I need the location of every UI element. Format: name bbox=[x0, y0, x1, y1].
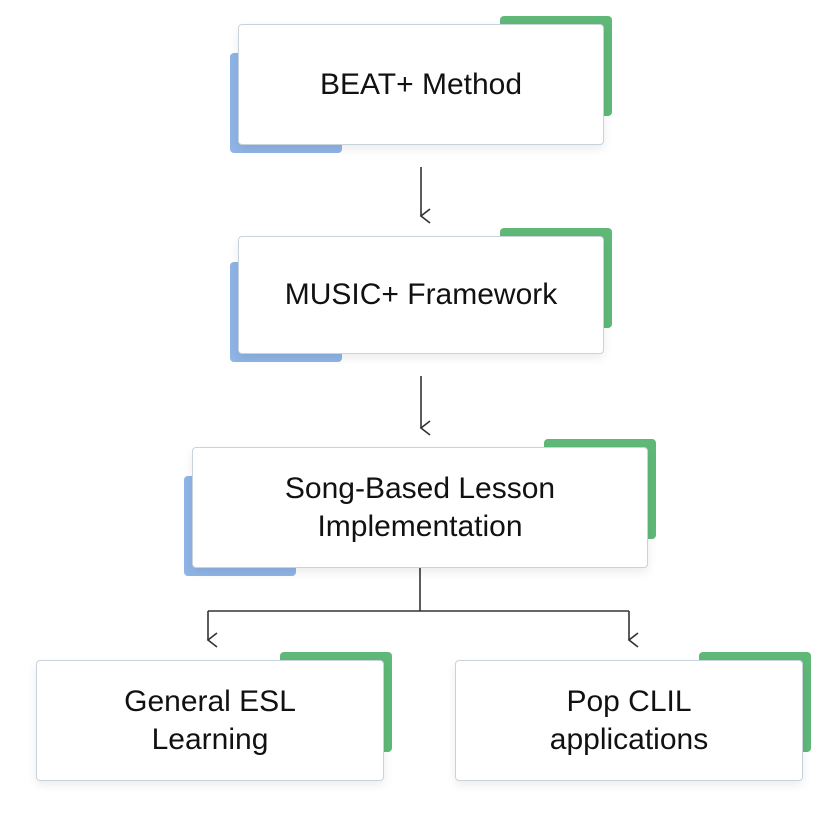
node-box: General ESL Learning bbox=[36, 660, 384, 781]
node-label-general-esl: General ESL Learning bbox=[124, 684, 296, 756]
node-box: BEAT+ Method bbox=[238, 24, 604, 145]
node-box: Song-Based Lesson Implementation bbox=[192, 447, 648, 568]
node-box: MUSIC+ Framework bbox=[238, 236, 604, 354]
node-general-esl: General ESL Learning bbox=[36, 652, 392, 781]
node-song-based-lesson: Song-Based Lesson Implementation bbox=[184, 439, 656, 576]
node-label-music-framework: MUSIC+ Framework bbox=[284, 278, 558, 311]
node-label-pop-clil: Pop CLIL applications bbox=[549, 684, 709, 756]
node-box: Pop CLIL applications bbox=[455, 660, 803, 781]
node-pop-clil: Pop CLIL applications bbox=[455, 652, 811, 781]
node-label-beat-method: BEAT+ Method bbox=[319, 67, 523, 101]
node-music-framework: MUSIC+ Framework bbox=[230, 228, 612, 362]
node-label-song-based-lesson: Song-Based Lesson Implementation bbox=[284, 471, 556, 543]
node-beat-method: BEAT+ Method bbox=[230, 16, 612, 153]
